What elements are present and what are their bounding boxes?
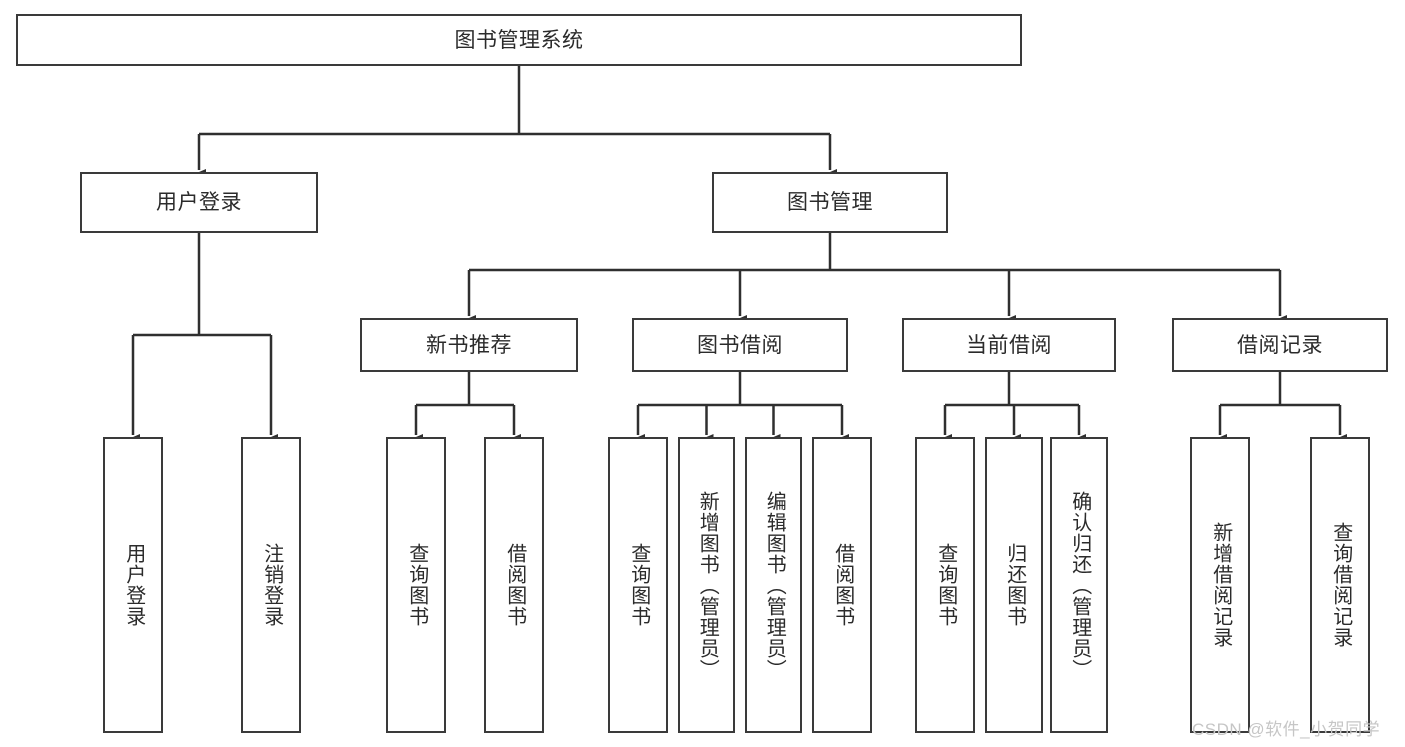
node-label: 查询借阅记录: [1329, 522, 1352, 648]
node-label: 图书管理系统: [454, 28, 584, 52]
node-leaf-cb-return[interactable]: 归还图书: [985, 437, 1043, 733]
node-book-borrow[interactable]: 图书借阅: [632, 318, 848, 372]
node-leaf-rec-borrow[interactable]: 借阅图书: [484, 437, 544, 733]
node-label: 编辑图书（管理员）: [763, 490, 786, 680]
node-borrow-record[interactable]: 借阅记录: [1172, 318, 1388, 372]
node-label: 查询图书: [405, 543, 428, 627]
node-leaf-user-logout[interactable]: 注销登录: [241, 437, 301, 733]
node-label: 新增借阅记录: [1209, 522, 1232, 648]
node-leaf-bb-query[interactable]: 查询图书: [608, 437, 668, 733]
node-label: 新增图书（管理员）: [696, 490, 719, 680]
node-leaf-rec-query[interactable]: 查询图书: [386, 437, 446, 733]
node-label: 借阅图书: [831, 543, 854, 627]
node-label: 借阅图书: [503, 543, 526, 627]
node-label: 查询图书: [934, 543, 957, 627]
node-leaf-bb-add[interactable]: 新增图书（管理员）: [678, 437, 735, 733]
node-leaf-bb-borrow[interactable]: 借阅图书: [812, 437, 872, 733]
node-leaf-cb-confirm[interactable]: 确认归还（管理员）: [1050, 437, 1108, 733]
node-leaf-bb-edit[interactable]: 编辑图书（管理员）: [745, 437, 802, 733]
node-label: 图书借阅: [697, 333, 783, 357]
node-leaf-user-login[interactable]: 用户登录: [103, 437, 163, 733]
node-leaf-cb-query[interactable]: 查询图书: [915, 437, 975, 733]
node-label: 图书管理: [787, 191, 873, 214]
node-label: 借阅记录: [1237, 333, 1323, 357]
node-current-borrow[interactable]: 当前借阅: [902, 318, 1116, 372]
node-label: 用户登录: [156, 191, 242, 214]
node-label: 当前借阅: [966, 333, 1052, 357]
node-root[interactable]: 图书管理系统: [16, 14, 1022, 66]
node-label: 新书推荐: [426, 333, 512, 357]
node-label: 用户登录: [122, 543, 145, 627]
node-label: 注销登录: [260, 543, 283, 627]
node-label: 归还图书: [1003, 543, 1026, 627]
node-label: 确认归还（管理员）: [1068, 490, 1091, 680]
node-label: 查询图书: [627, 543, 650, 627]
node-book-manage[interactable]: 图书管理: [712, 172, 948, 233]
node-leaf-br-add[interactable]: 新增借阅记录: [1190, 437, 1250, 733]
node-leaf-br-query[interactable]: 查询借阅记录: [1310, 437, 1370, 733]
node-user-login[interactable]: 用户登录: [80, 172, 318, 233]
node-new-book-rec[interactable]: 新书推荐: [360, 318, 578, 372]
